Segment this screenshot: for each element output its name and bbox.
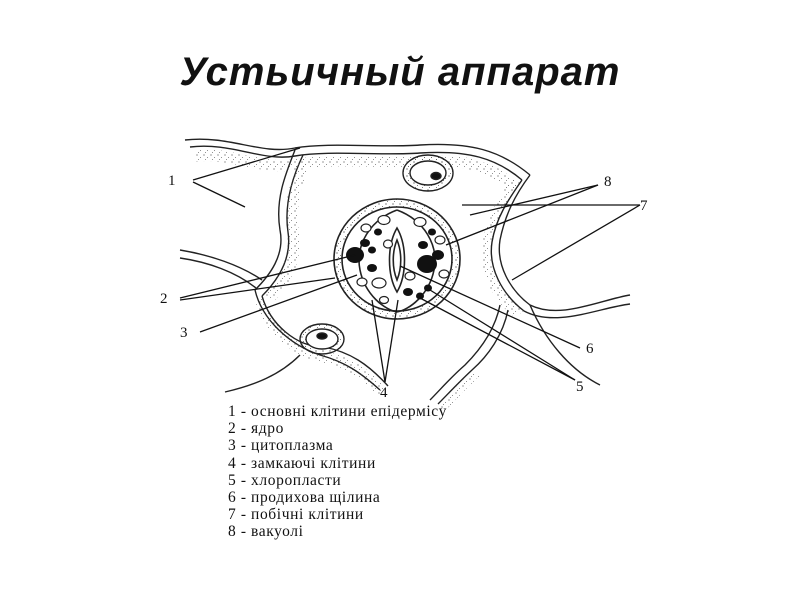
legend-item-6: 6 - продихова щілина bbox=[228, 489, 381, 507]
callout-1: 1 bbox=[168, 173, 176, 189]
page-title: Устьичный аппарат bbox=[179, 50, 621, 94]
callout-5: 5 bbox=[576, 379, 584, 395]
callout-3: 3 bbox=[180, 325, 188, 341]
callout-6: 6 bbox=[586, 341, 594, 357]
legend-item-2: 2 - ядро bbox=[228, 420, 284, 438]
legend-item-7: 7 - побічні клітини bbox=[228, 506, 364, 524]
legend-item-8: 8 - вакуолі bbox=[228, 523, 304, 541]
leader-lines bbox=[179, 147, 641, 383]
epidermal-cell-top bbox=[402, 154, 454, 192]
callout-7: 7 bbox=[640, 198, 648, 214]
vacuoles bbox=[356, 214, 450, 305]
legend-item-4: 4 - замкаючі клітини bbox=[228, 454, 376, 472]
legend-item-3: 3 - цитоплазма bbox=[228, 437, 334, 455]
legend-item-5: 5 - хлоропласти bbox=[228, 471, 342, 489]
callout-8: 8 bbox=[604, 174, 612, 190]
legend-item-1: 1 - основні клітини епідермісу bbox=[228, 403, 447, 420]
callout-4: 4 bbox=[380, 385, 388, 401]
legend: 1 - основні клітини епідермісу 2 - ядро … bbox=[228, 403, 447, 541]
callout-2: 2 bbox=[160, 291, 168, 307]
chloroplasts bbox=[346, 228, 444, 300]
epidermal-cell-bottom bbox=[299, 323, 345, 355]
